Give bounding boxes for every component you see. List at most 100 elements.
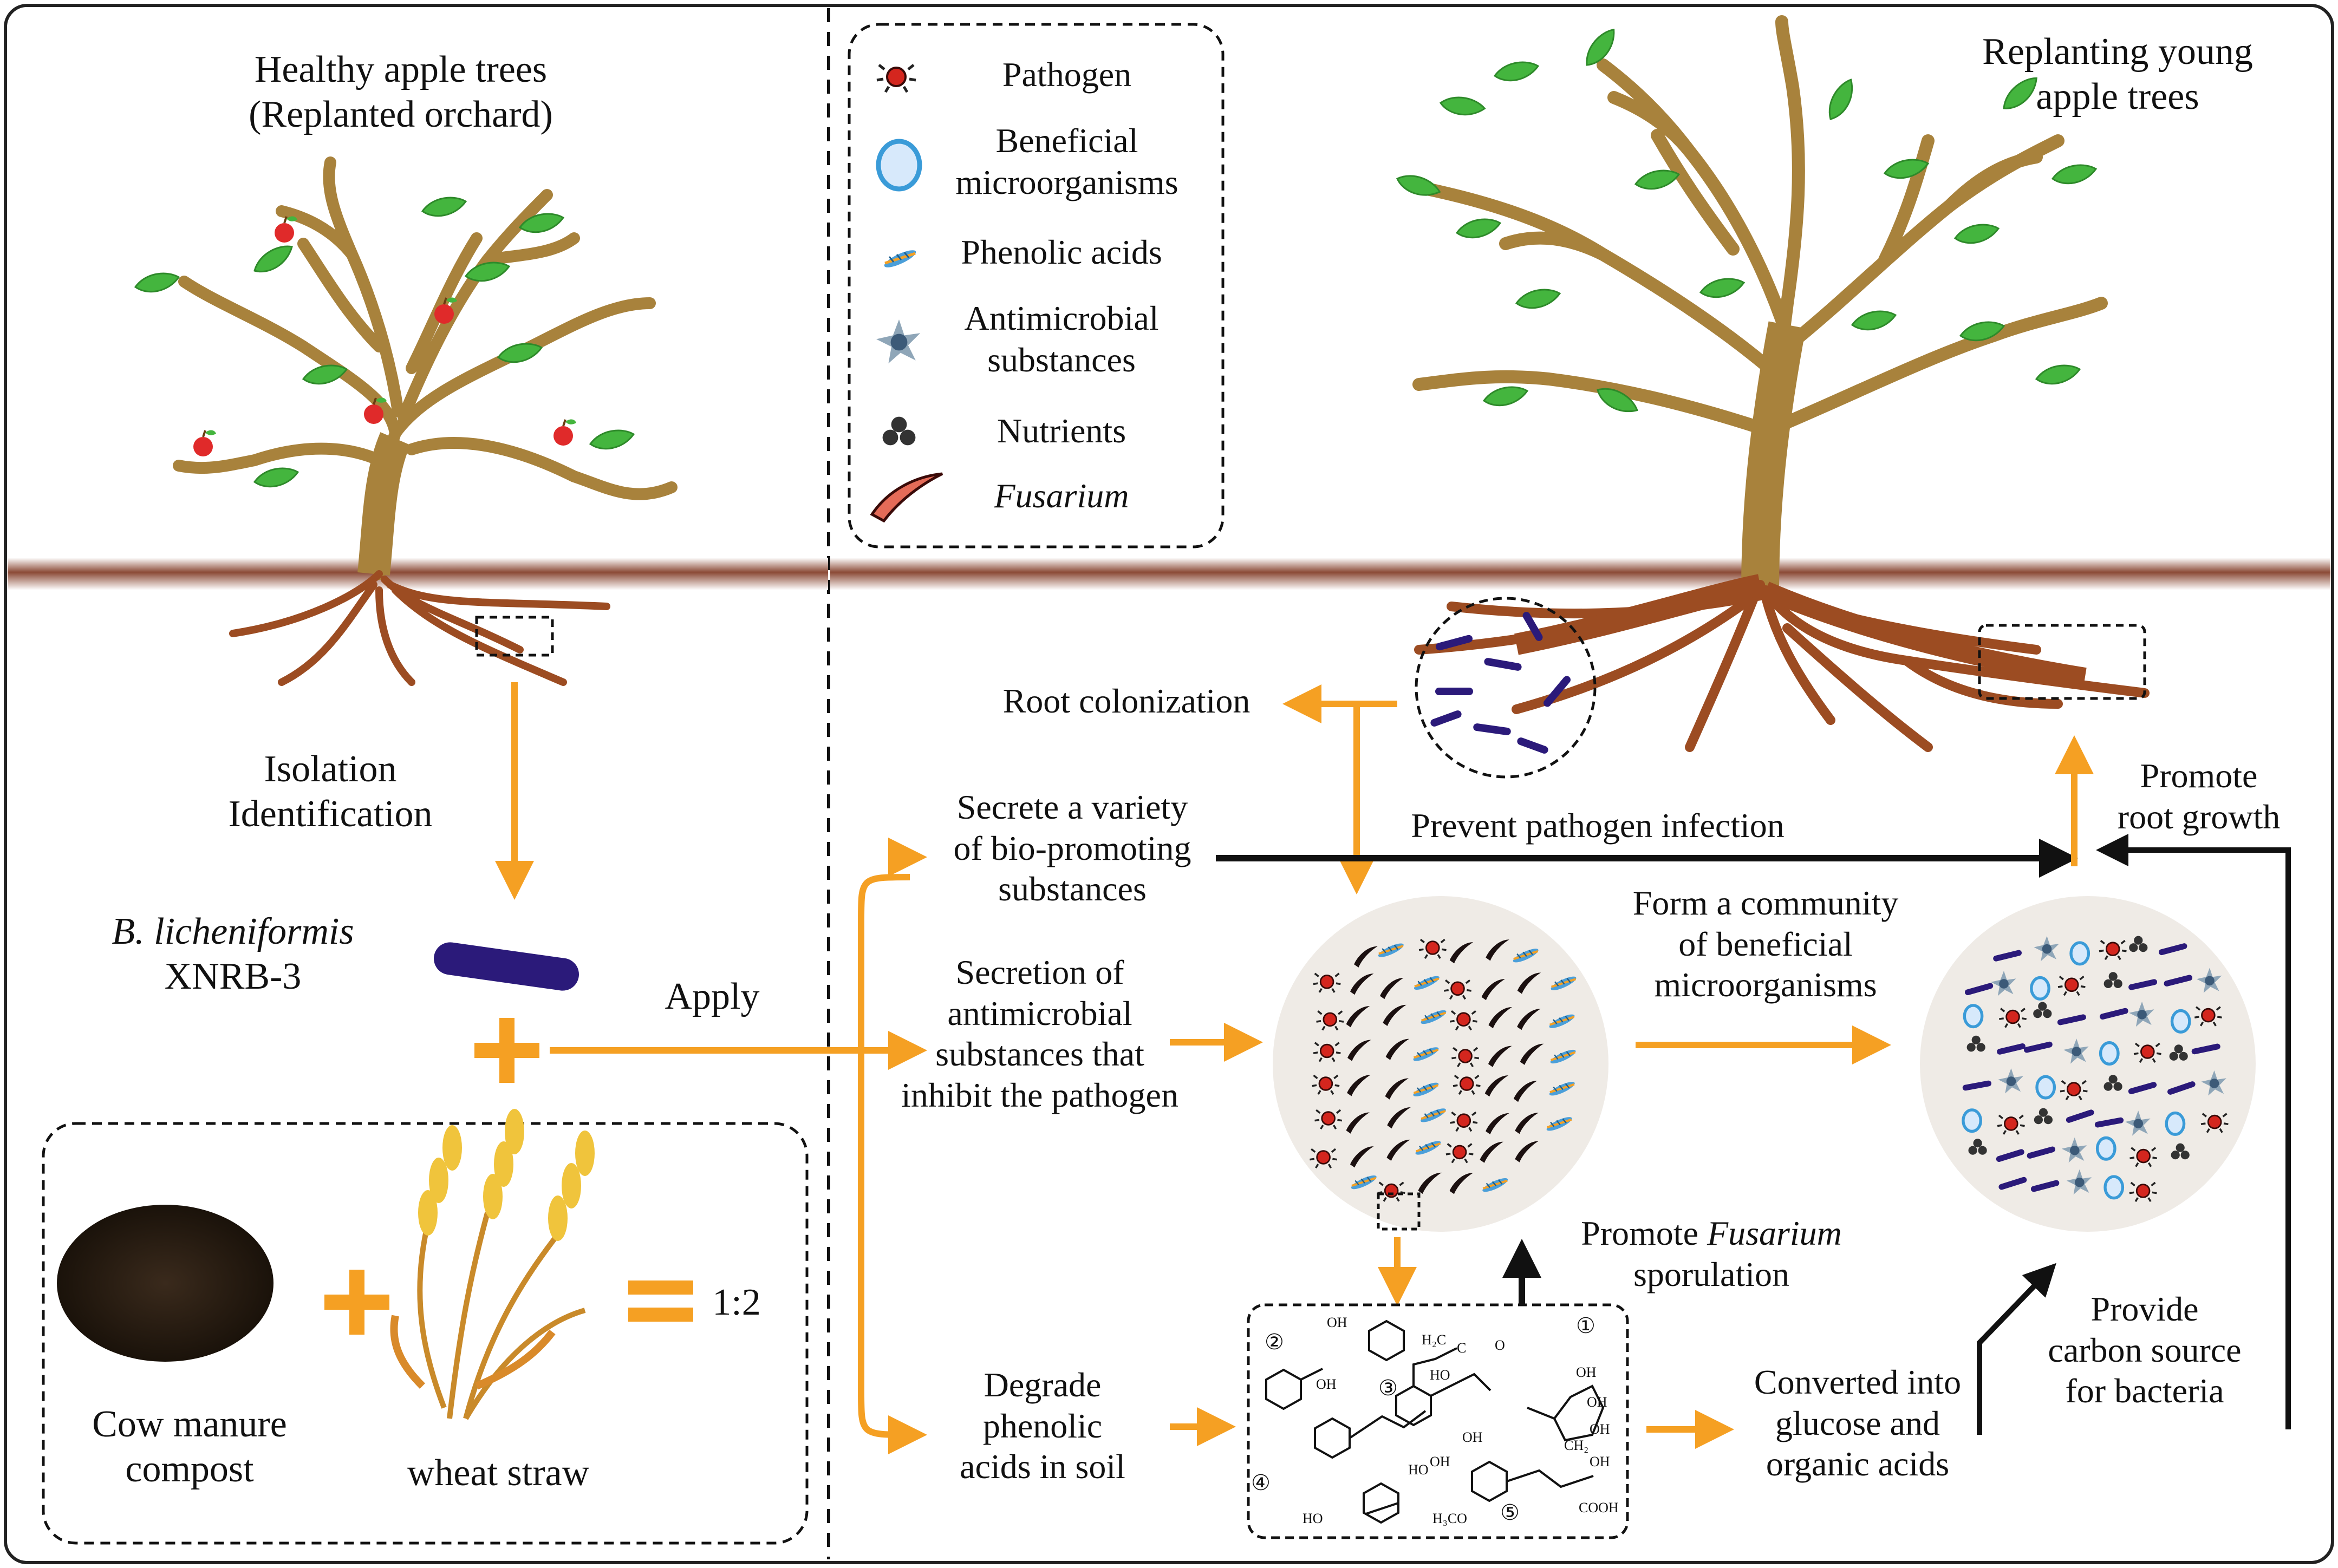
ratio-label: 1:2	[712, 1282, 761, 1323]
soil-surface-right	[830, 558, 2330, 590]
outer-frame	[4, 4, 2334, 1564]
root-colonization-zoom	[1415, 597, 1597, 779]
legend-label-antimicrobial: Antimicrobial substances	[932, 298, 1191, 381]
structure-atom-ho-3: HO	[1302, 1511, 1323, 1526]
legend-box	[848, 23, 1225, 548]
structure-atom-ho-1: HO	[1430, 1367, 1450, 1383]
beneficial-microorganism-icon	[1964, 1005, 1982, 1027]
structure-atom-h2c: H₂C	[1422, 1332, 1447, 1348]
degrade-line1: Degrade	[984, 1366, 1102, 1404]
secretion-line4: inhibit the pathogen	[901, 1075, 1178, 1114]
isolation-label: Isolation Identification	[195, 747, 466, 837]
carbon-label: Provide carbon source for bacteria	[2004, 1289, 2285, 1412]
legend-label-beneficial: Beneficial microorganisms	[932, 120, 1202, 204]
legend-pathogen-icon	[877, 65, 916, 92]
beneficial-microorganism-icon	[2098, 1138, 2115, 1160]
pathogen-rich-soil-circle	[1273, 896, 1608, 1232]
healthy-apple-tree	[134, 156, 678, 686]
young-apple-tree	[1394, 15, 2150, 752]
legend-antimicrobial-line1: Antimicrobial	[964, 299, 1159, 337]
community-line1: Form a community	[1632, 884, 1899, 922]
converted-line3: organic acids	[1766, 1445, 1950, 1484]
phenolic-sample-box	[1377, 1192, 1421, 1231]
structure-number-1: ①	[1576, 1314, 1595, 1338]
structure-atom-oh-6: OH	[1430, 1454, 1450, 1469]
apply-label: Apply	[665, 976, 760, 1017]
legend-beneficial-icon	[876, 139, 922, 192]
arrow-carbon-source	[1977, 1263, 2056, 1435]
promote-root-line1: Promote	[2140, 756, 2258, 795]
secrete-line3: substances	[998, 870, 1147, 909]
sporulation-line2: sporulation	[1633, 1255, 1789, 1293]
beneficial-microorganism-icon	[2031, 978, 2049, 999]
soil-surface-left	[8, 558, 828, 590]
structure-atom-oh-4: OH	[1587, 1394, 1607, 1410]
left-title-line1: Healthy apple trees	[254, 49, 548, 90]
strain-label: B. licheniformis XNRB-3	[81, 910, 385, 999]
compost-line2: compost	[125, 1448, 254, 1490]
carbon-line3: for bacteria	[2065, 1371, 2224, 1410]
beneficial-microorganism-icon	[2101, 1043, 2118, 1064]
arrow-nutrients-loop	[2096, 834, 2291, 1429]
wheat-straw-label: wheat straw	[407, 1452, 590, 1494]
equals-sign	[628, 1280, 693, 1322]
legend-fusarium-icon	[870, 472, 943, 523]
left-title-line2: (Replanted orchard)	[249, 93, 553, 135]
beneficial-microorganism-icon	[2071, 943, 2088, 964]
secretion-line2: antimicrobial	[947, 994, 1132, 1033]
structure-atom-oh-1: OH	[1327, 1315, 1347, 1330]
legend-label-nutrients: Nutrients	[997, 411, 1126, 450]
structure-atom-cooh: COOH	[1579, 1500, 1619, 1515]
community-line3: microorganisms	[1654, 965, 1877, 1004]
right-title-line1: Replanting young	[1982, 31, 2253, 73]
secretion-label: Secretion of antimicrobial substances th…	[867, 952, 1213, 1115]
colonizing-bacteria	[1430, 612, 1571, 754]
secretion-line1: Secretion of	[955, 953, 1124, 991]
phenolic-structures-drawing	[1265, 1319, 1605, 1524]
structure-atom-h3co: H₃CO	[1432, 1511, 1467, 1526]
structure-number-5: ⑤	[1500, 1500, 1520, 1525]
legend-label-fusarium: Fusarium	[994, 476, 1129, 515]
structure-atom-oh-7: OH	[1462, 1429, 1483, 1445]
prevent-infection-label: Prevent pathogen infection	[1411, 806, 1785, 845]
legend-beneficial-line1: Beneficial	[995, 121, 1138, 160]
strain-code: XNRB-3	[164, 955, 302, 997]
converted-label: Converted into glucose and organic acids	[1717, 1362, 1998, 1485]
beneficial-microorganism-icon	[2105, 1177, 2122, 1198]
compost-line1: Cow manure	[92, 1403, 287, 1445]
legend-nutrients-icon	[882, 416, 916, 446]
carbon-line1: Provide	[2090, 1290, 2199, 1328]
structure-atom-oh-5: OH	[1590, 1421, 1610, 1437]
community-line2: of beneficial	[1678, 924, 1853, 963]
root-colonization-label: Root colonization	[1002, 682, 1251, 720]
promote-root-line2: root growth	[2117, 797, 2281, 836]
structure-atom-c: C	[1457, 1340, 1467, 1356]
structure-number-3: ③	[1378, 1376, 1398, 1400]
secrete-line1: Secrete a variety	[956, 788, 1188, 826]
bacterium-xnrb3-icon	[434, 942, 579, 991]
converted-line2: glucose and	[1775, 1403, 1940, 1442]
structure-atom-oh-3: OH	[1576, 1364, 1597, 1380]
sporulation-italic: Fusarium	[1707, 1214, 1842, 1252]
carbon-line2: carbon source	[2048, 1330, 2242, 1369]
beneficial-microorganism-icon	[1963, 1110, 1981, 1132]
legend-antimicrobial-line2: substances	[987, 340, 1136, 379]
right-title: Replanting young apple trees	[1917, 30, 2318, 119]
legend-antimicrobial-icon	[876, 319, 921, 364]
legend-phenolic-icon	[882, 247, 918, 270]
structure-atom-oh-8: OH	[1590, 1454, 1610, 1469]
structure-number-2: ②	[1265, 1330, 1284, 1354]
structure-atom-ho-2: HO	[1408, 1462, 1429, 1478]
compost-label: Cow manure compost	[51, 1402, 328, 1492]
left-title: Healthy apple trees (Replanted orchard)	[211, 48, 590, 137]
legend-label-phenolic: Phenolic acids	[961, 233, 1162, 271]
degrade-line3: acids in soil	[960, 1447, 1125, 1486]
secrete-label: Secrete a variety of bio-promoting subst…	[921, 787, 1224, 910]
plus-sign-compost-straw	[324, 1270, 389, 1335]
structure-atom-oh-2: OH	[1316, 1376, 1337, 1392]
community-label: Form a community of beneficial microorga…	[1603, 883, 1928, 1005]
secretion-line3: substances that	[935, 1035, 1144, 1074]
sporulation-label: Promote Fusarium sporulation	[1538, 1213, 1885, 1295]
structure-atom-o: O	[1495, 1337, 1505, 1353]
compost-straw-box	[42, 1122, 809, 1545]
